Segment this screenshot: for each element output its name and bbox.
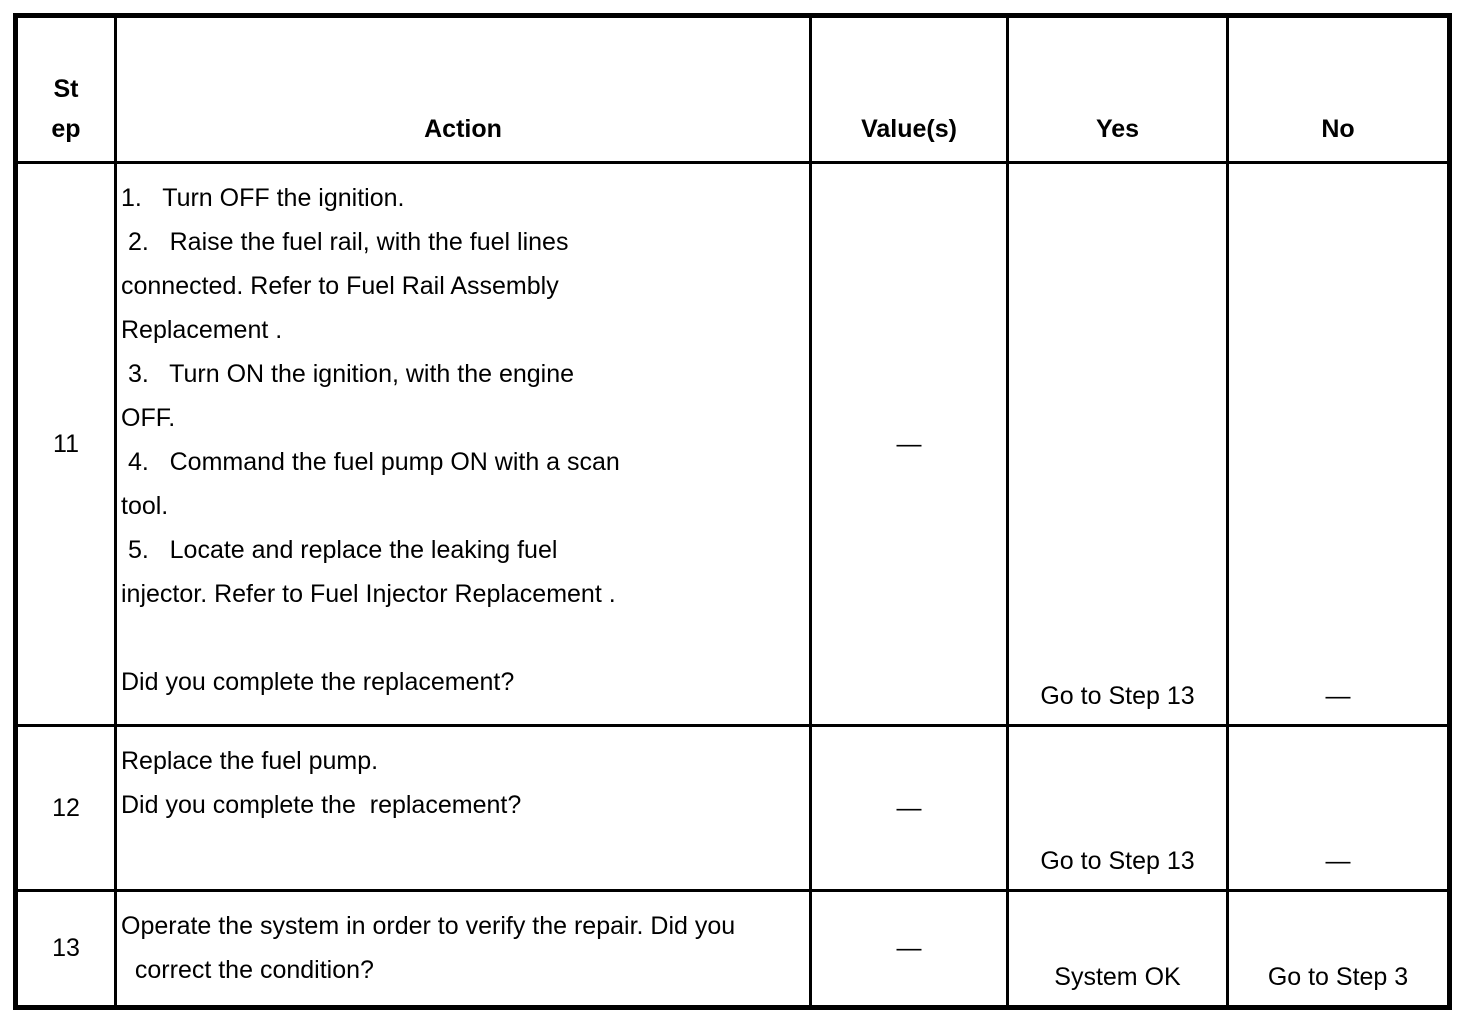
text-line: Did you complete the replacement? <box>121 668 515 696</box>
text-line: 4. Command the fuel pump ON with a scan <box>121 448 620 476</box>
header-step: St ep <box>14 14 117 164</box>
text-line: injector. Refer to Fuel Injector Replace… <box>121 580 616 608</box>
action-cell: 1. Turn OFF the ignition. 2. Raise the f… <box>114 161 812 727</box>
yes-cell: Go to Step 13 <box>1006 161 1229 727</box>
text-line: 3. Turn ON the ignition, with the engine <box>121 360 575 388</box>
header-no: No <box>1226 14 1451 164</box>
diagnostic-step-table: St ep Action Value(s) Yes No 11 1. Turn O… <box>13 13 1452 1010</box>
table-row-step-11: 11 1. Turn OFF the ignition. 2. Raise th… <box>14 161 1451 727</box>
values-cell: — <box>809 724 1009 892</box>
text-line: Operate the system in order to verify th… <box>121 912 736 940</box>
yes-cell: Go to Step 13 <box>1006 724 1229 892</box>
action-cell: Operate the system in order to verify th… <box>114 889 812 1009</box>
header-action: Action <box>114 14 812 164</box>
text-line: correct the condition? <box>121 956 374 984</box>
table-row-step-13: 13 Operate the system in order to verify… <box>14 889 1451 1009</box>
text-line: Did you complete the replacement? <box>121 791 522 819</box>
no-cell: — <box>1226 724 1451 892</box>
text-line: OFF. <box>121 404 176 432</box>
action-cell: Replace the fuel pump. Did you complete t… <box>114 724 812 892</box>
step-cell: 11 <box>14 161 117 727</box>
step-cell: 12 <box>14 724 117 892</box>
text-line: ep <box>51 115 81 143</box>
text-line: Replace the fuel pump. <box>121 747 379 775</box>
text-line: 5. Locate and replace the leaking fuel <box>121 536 558 564</box>
no-cell: Go to Step 3 <box>1226 889 1451 1009</box>
values-cell: — <box>809 161 1009 727</box>
text-line: St <box>53 75 79 103</box>
text-line <box>121 616 807 660</box>
text-line: 1. Turn OFF the ignition. <box>121 184 405 212</box>
table-header: St ep Action Value(s) Yes No <box>14 14 1451 164</box>
table-body: 11 1. Turn OFF the ignition. 2. Raise th… <box>14 161 1451 1009</box>
no-cell: — <box>1226 161 1451 727</box>
text-line: Replacement . <box>121 316 283 344</box>
step-cell: 13 <box>14 889 117 1009</box>
values-cell: — <box>809 889 1009 1009</box>
diagnostic-table-container: St ep Action Value(s) Yes No 11 1. Turn O… <box>13 13 1452 1010</box>
yes-cell: System OK <box>1006 889 1229 1009</box>
text-line: tool. <box>121 492 169 520</box>
text-line: 2. Raise the fuel rail, with the fuel li… <box>121 228 569 256</box>
text-line: connected. Refer to Fuel Rail Assembly <box>121 272 559 300</box>
table-row-step-12: 12 Replace the fuel pump. Did you complet… <box>14 724 1451 892</box>
header-yes: Yes <box>1006 14 1229 164</box>
header-values: Value(s) <box>809 14 1009 164</box>
header-row: St ep Action Value(s) Yes No <box>14 14 1451 164</box>
